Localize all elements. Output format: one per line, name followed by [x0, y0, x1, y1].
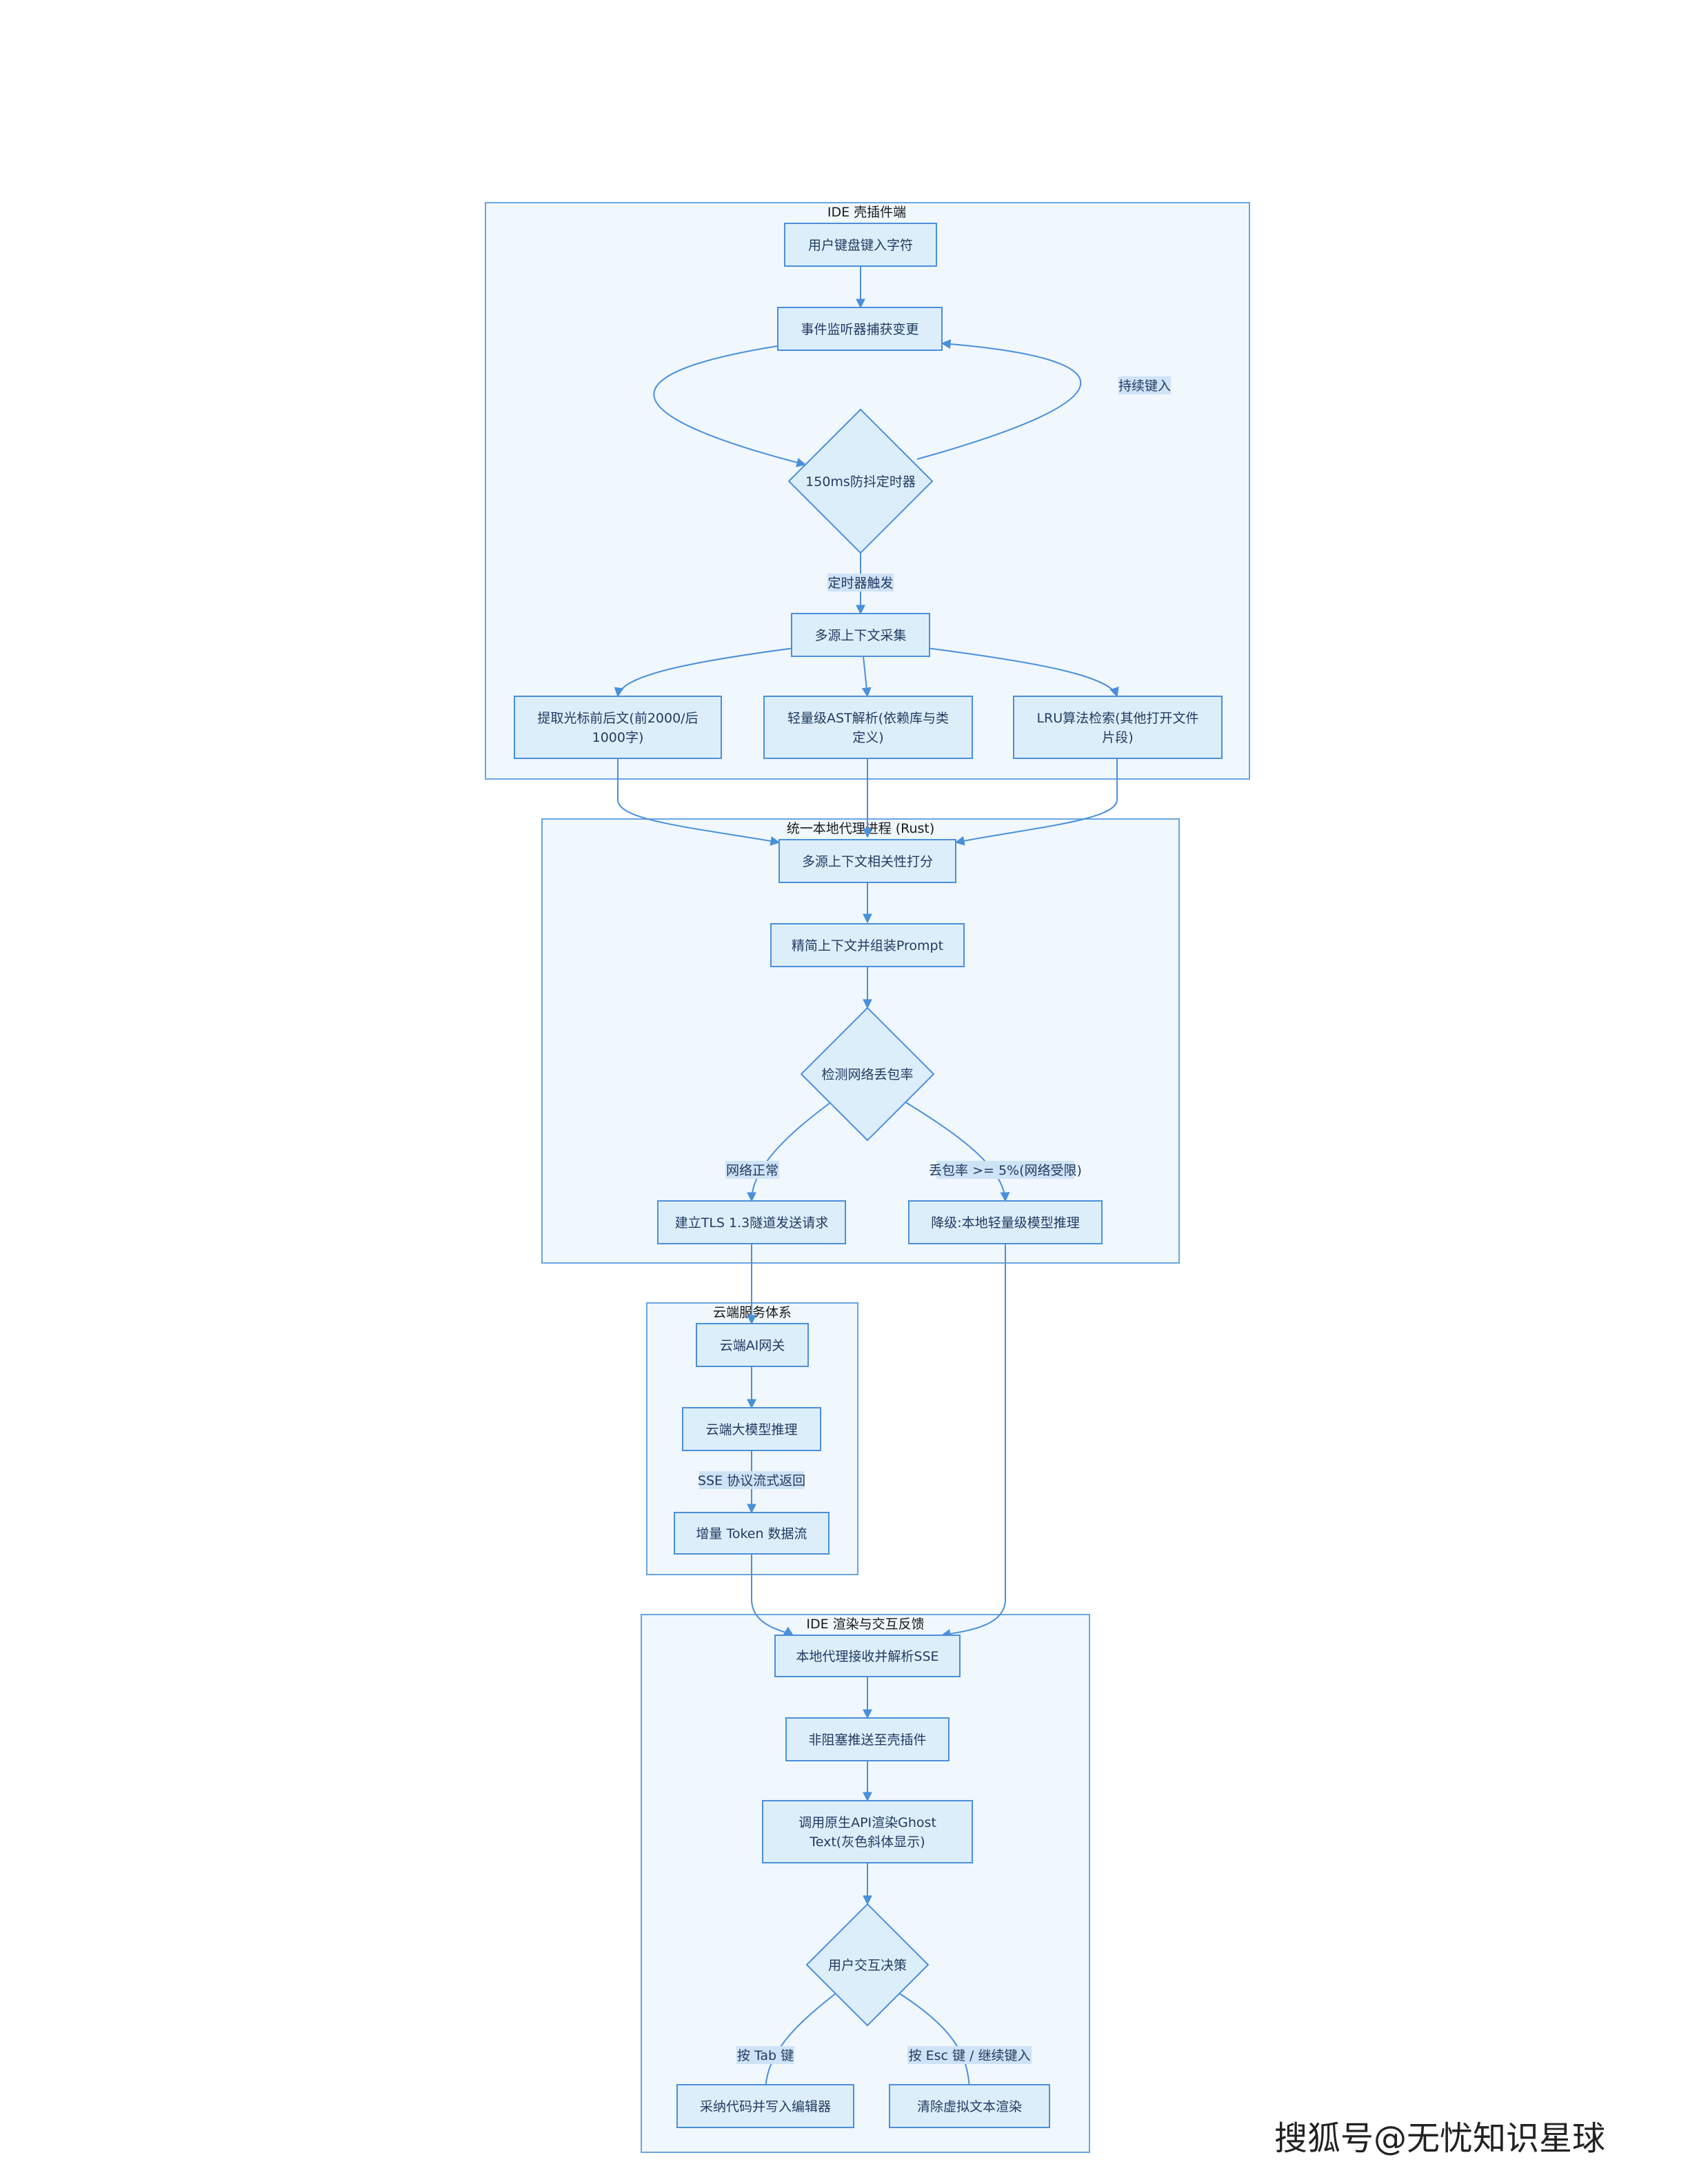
svg-text:LRU算法检索(其他打开文件: LRU算法检索(其他打开文件	[1036, 711, 1198, 726]
node-packet-loss-check: 检测网络丢包率	[800, 1007, 935, 1142]
svg-text:轻量级AST解析(依赖库与类: 轻量级AST解析(依赖库与类	[787, 711, 949, 726]
cluster-local-proxy: 统一本地代理进程 (Rust)	[541, 818, 1180, 1264]
svg-text:多源上下文采集: 多源上下文采集	[814, 628, 906, 643]
edge-collect-to-cursor	[614, 647, 795, 698]
svg-text:1000字): 1000字)	[592, 730, 644, 745]
svg-text:丢包率 >= 5%(网络受限): 丢包率 >= 5%(网络受限)	[929, 1163, 1082, 1178]
svg-text:云端AI网关: 云端AI网关	[720, 1338, 785, 1353]
node-ghost-text: 调用原生API渲染Ghost Text(灰色斜体显示)	[762, 1800, 973, 1863]
node-cursor-context: 提取光标前后文(前2000/后 1000字)	[514, 696, 722, 759]
node-ast-parse: 轻量级AST解析(依赖库与类 定义)	[763, 696, 973, 759]
edge-label-keep-typing: 持续键入	[1118, 376, 1171, 394]
edge-collect-to-ast	[861, 656, 872, 698]
svg-text:精简上下文并组装Prompt: 精简上下文并组装Prompt	[792, 938, 943, 953]
node-keyboard-input: 用户键盘键入字符	[784, 223, 937, 267]
svg-text:清除虚拟文本渲染: 清除虚拟文本渲染	[917, 2099, 1022, 2114]
edge-local-to-sse	[941, 1244, 1006, 1639]
watermark-text: 搜狐号@无忧知识星球	[1274, 2119, 1605, 2158]
edge-label-press-tab: 按 Tab 键	[736, 2046, 794, 2064]
node-clear-virtual-text: 清除虚拟文本渲染	[889, 2084, 1050, 2128]
cluster-ide-render: IDE 渲染与交互反馈	[641, 1614, 1090, 2153]
svg-text:按 Esc 键 / 继续键入: 按 Esc 键 / 继续键入	[909, 2048, 1031, 2063]
svg-text:检测网络丢包率: 检测网络丢包率	[821, 1067, 913, 1082]
svg-text:云端大模型推理: 云端大模型推理	[705, 1422, 797, 1437]
edge-label-press-esc: 按 Esc 键 / 继续键入	[907, 2046, 1032, 2064]
node-relevance-score: 多源上下文相关性打分	[778, 839, 956, 883]
edge-label-sse-return: SSE 协议流式返回	[698, 1471, 805, 1489]
edge-label-timer-fire: 定时器触发	[827, 574, 894, 592]
node-event-listener: 事件监听器捕获变更	[777, 307, 943, 351]
cluster-title: 统一本地代理进程 (Rust)	[787, 821, 935, 836]
svg-text:定时器触发: 定时器触发	[827, 576, 893, 591]
edge-collect-to-lru	[926, 647, 1119, 698]
svg-text:网络正常: 网络正常	[726, 1163, 778, 1178]
svg-text:增量 Token 数据流: 增量 Token 数据流	[696, 1526, 807, 1541]
svg-text:定义): 定义)	[852, 730, 883, 745]
node-debounce-timer: 150ms防抖定时器	[787, 408, 934, 554]
svg-text:片段): 片段)	[1102, 730, 1133, 745]
svg-text:本地代理接收并解析SSE: 本地代理接收并解析SSE	[796, 1649, 938, 1664]
svg-text:事件监听器捕获变更: 事件监听器捕获变更	[801, 322, 918, 337]
svg-text:150ms防抖定时器: 150ms防抖定时器	[805, 474, 916, 489]
edges	[614, 266, 1119, 2094]
edge-debounce-loop-back	[916, 339, 1081, 460]
edge-decision-to-clear	[897, 1992, 974, 2094]
cluster-title: IDE 渲染与交互反馈	[806, 1617, 924, 1632]
svg-text:Text(灰色斜体显示): Text(灰色斜体显示)	[809, 1834, 925, 1850]
cluster-title: IDE 壳插件端	[827, 205, 906, 220]
svg-text:持续键入: 持续键入	[1118, 378, 1171, 394]
svg-text:调用原生API渲染Ghost: 调用原生API渲染Ghost	[798, 1815, 936, 1830]
edge-label-loss-high: 丢包率 >= 5%(网络受限)	[929, 1161, 1082, 1179]
svg-text:多源上下文相关性打分: 多源上下文相关性打分	[802, 854, 933, 869]
node-user-decision: 用户交互决策	[805, 1903, 930, 2027]
node-tls-tunnel: 建立TLS 1.3隧道发送请求	[657, 1200, 846, 1244]
node-lru-search: LRU算法检索(其他打开文件 片段)	[1013, 696, 1223, 759]
node-ai-gateway: 云端AI网关	[696, 1323, 809, 1367]
edge-token-to-sse	[751, 1554, 794, 1636]
edge-label-network-ok: 网络正常	[725, 1161, 779, 1179]
edge-loss-to-tls	[747, 1101, 832, 1202]
svg-text:按 Tab 键: 按 Tab 键	[737, 2048, 794, 2063]
svg-text:用户键盘键入字符: 用户键盘键入字符	[808, 238, 913, 253]
node-multi-source-collect: 多源上下文采集	[791, 613, 930, 657]
svg-text:建立TLS 1.3隧道发送请求: 建立TLS 1.3隧道发送请求	[675, 1215, 829, 1231]
svg-text:降级:本地轻量级模型推理: 降级:本地轻量级模型推理	[931, 1215, 1079, 1231]
node-local-model: 降级:本地轻量级模型推理	[908, 1200, 1103, 1244]
edge-loss-to-local	[904, 1101, 1010, 1202]
node-cloud-model: 云端大模型推理	[682, 1407, 821, 1451]
node-assemble-prompt: 精简上下文并组装Prompt	[770, 923, 965, 967]
node-token-stream: 增量 Token 数据流	[674, 1512, 830, 1555]
edge-cursor-to-score	[617, 758, 781, 846]
node-parse-sse: 本地代理接收并解析SSE	[774, 1635, 961, 1677]
edge-listener-to-debounce	[653, 344, 807, 467]
svg-text:采纳代码并写入编辑器: 采纳代码并写入编辑器	[700, 2099, 831, 2114]
node-push-plugin: 非阻塞推送至壳插件	[785, 1717, 950, 1761]
edge-decision-to-accept	[761, 1992, 838, 2094]
svg-text:用户交互决策: 用户交互决策	[828, 1958, 907, 1973]
edge-lru-to-score	[954, 758, 1118, 846]
svg-text:SSE 协议流式返回: SSE 协议流式返回	[698, 1473, 805, 1488]
node-accept-code: 采纳代码并写入编辑器	[676, 2084, 854, 2128]
svg-text:非阻塞推送至壳插件: 非阻塞推送至壳插件	[808, 1732, 926, 1748]
svg-text:提取光标前后文(前2000/后: 提取光标前后文(前2000/后	[537, 711, 698, 726]
